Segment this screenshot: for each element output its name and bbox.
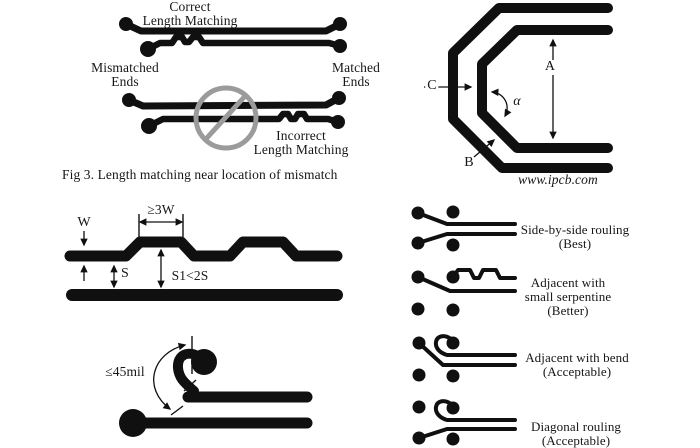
serpentine-rule-diagram bbox=[64, 214, 343, 301]
geometry-spacing-label: C bbox=[425, 78, 439, 94]
segment-length-dimension-label: ≥3W bbox=[147, 202, 175, 217]
routing-diagonal-diagram bbox=[412, 399, 517, 446]
correct-length-matching-diagram bbox=[119, 17, 347, 57]
max-bend-length-diagram bbox=[119, 336, 313, 437]
max-bend-length-label: ≤45mil bbox=[105, 364, 145, 379]
geometry-angle-label: α bbox=[513, 94, 521, 109]
routing-option-diagonal-label: Diagonal rouling (Acceptable) bbox=[530, 419, 622, 448]
incorrect-length-matching-diagram bbox=[122, 85, 346, 151]
routing-option-small-serpentine-label: Adjacent with small serpentine (Better) bbox=[524, 275, 612, 318]
prohibition-icon bbox=[193, 85, 259, 151]
routing-option-side-by-side-label: Side-by-side rouling (Best) bbox=[520, 222, 630, 251]
spacing-label: S bbox=[121, 266, 129, 281]
watermark: www.ipcb.com bbox=[518, 172, 598, 187]
matched-ends-label: Matched Ends bbox=[332, 60, 380, 90]
correct-length-matching-label: Correct Length Matching bbox=[142, 0, 238, 29]
figure-caption: Fig 3. Length matching near location of … bbox=[62, 167, 338, 182]
mismatched-ends-label: Mismatched Ends bbox=[91, 60, 159, 90]
trace-width-label: W bbox=[77, 215, 91, 230]
geometry-segment-label: B bbox=[464, 155, 474, 170]
routing-adjacent-bend-diagram bbox=[412, 334, 517, 383]
geometry-amplitude-label: A bbox=[542, 59, 558, 75]
serpentine-gap-label: S1<2S bbox=[171, 268, 209, 283]
incorrect-length-matching-label: Incorrect Length Matching bbox=[253, 128, 349, 158]
routing-side-by-side-diagram bbox=[411, 205, 517, 252]
routing-small-serpentine-diagram bbox=[411, 268, 517, 317]
routing-option-adjacent-bend-label: Adjacent with bend (Acceptable) bbox=[525, 350, 629, 379]
serpentine-geometry-diagram bbox=[424, 3, 613, 173]
